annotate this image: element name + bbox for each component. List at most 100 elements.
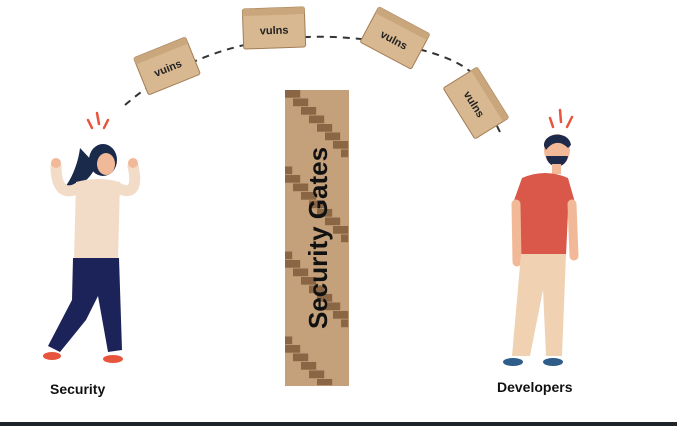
tower-brick (293, 166, 309, 175)
tower-brick (317, 175, 333, 183)
tower-brick (333, 90, 349, 98)
tower-brick (285, 285, 293, 294)
tower-brick (309, 336, 325, 345)
tower-brick (341, 217, 349, 226)
tower-brick (309, 353, 325, 362)
tower-brick (309, 149, 325, 158)
tower-brick (333, 379, 349, 386)
tower-brick (325, 98, 341, 107)
tower-brick (333, 107, 349, 115)
tower-brick (293, 370, 309, 379)
tower-brick (317, 141, 333, 149)
tower-brick (325, 251, 341, 260)
tower-brick (285, 175, 301, 183)
stressed-woman-icon (43, 111, 141, 363)
tower-brick (317, 226, 333, 234)
vuln-box-2-label: vulns (260, 25, 289, 38)
tower-brick (317, 107, 333, 115)
tower-brick (285, 243, 301, 251)
tower-brick (309, 183, 325, 192)
tower-brick (325, 166, 341, 175)
tower-brick (325, 149, 341, 158)
tower-brick (301, 328, 317, 336)
tower-brick (341, 234, 349, 243)
tower-brick (333, 260, 349, 268)
tower-brick (341, 353, 349, 362)
tower-brick (317, 192, 333, 200)
tower-brick (293, 251, 309, 260)
tower-brick (341, 132, 349, 141)
tower-brick (285, 124, 301, 132)
tower-brick (309, 319, 325, 328)
vuln-box-3: vulns (360, 6, 430, 70)
tower-brick (325, 183, 341, 192)
tower-brick (293, 268, 309, 277)
tower-brick (341, 336, 349, 345)
tower-brick (333, 192, 349, 200)
tower-brick (285, 260, 301, 268)
security-gates-tower: Security Gates (285, 90, 349, 386)
tower-brick (325, 302, 341, 311)
tower-brick (309, 200, 325, 209)
tower-brick (309, 166, 325, 175)
tower-brick (309, 302, 325, 311)
tower-brick (293, 234, 309, 243)
tower-brick (333, 294, 349, 302)
tower-brick (309, 98, 325, 107)
stressed-man-icon (503, 108, 579, 366)
tower-brick (285, 234, 293, 243)
tower-brick (341, 302, 349, 311)
tower-brick (333, 362, 349, 370)
tower-brick (285, 251, 293, 260)
tower-brick (325, 268, 341, 277)
tower-brick (301, 243, 317, 251)
tower-brick (317, 362, 333, 370)
tower-brick (301, 158, 317, 166)
tower-brick (309, 370, 325, 379)
tower-brick (325, 353, 341, 362)
tower-brick (285, 345, 301, 353)
tower-brick (285, 319, 293, 328)
tower-brick (285, 328, 301, 336)
tower-brick (333, 277, 349, 285)
security-label: Security (50, 381, 106, 397)
tower-brick (341, 166, 349, 175)
tower-brick (285, 166, 293, 175)
tower-brick (341, 115, 349, 124)
tower-brick (317, 379, 333, 386)
tower-brick (285, 141, 301, 149)
tower-brick (285, 311, 301, 319)
tower-brick (333, 158, 349, 166)
tower-brick (309, 115, 325, 124)
tower-brick (301, 192, 317, 200)
tower-brick (285, 302, 293, 311)
tower-brick (301, 311, 317, 319)
tower-brick (301, 124, 317, 132)
tower-brick (341, 200, 349, 209)
tower-brick (301, 294, 317, 302)
tower-brick (293, 353, 309, 362)
tower-brick (293, 115, 309, 124)
tower-brick (285, 98, 293, 107)
tower-brick (285, 294, 301, 302)
tower-brick (325, 234, 341, 243)
tower-brick (341, 183, 349, 192)
tower-brick (293, 319, 309, 328)
tower-brick (309, 132, 325, 141)
tower-brick (325, 115, 341, 124)
tower-brick (317, 294, 333, 302)
tower-brick (333, 124, 349, 132)
tower-brick (285, 192, 301, 200)
tower-brick (317, 158, 333, 166)
tower-brick (341, 319, 349, 328)
tower-brick (285, 370, 293, 379)
tower-brick (341, 268, 349, 277)
tower-brick (285, 149, 293, 158)
tower-brick (333, 328, 349, 336)
tower-brick (317, 209, 333, 217)
tower-brick (285, 209, 301, 217)
tower-bricks (285, 90, 349, 386)
tower-brick (285, 277, 301, 285)
tower-brick (333, 243, 349, 251)
